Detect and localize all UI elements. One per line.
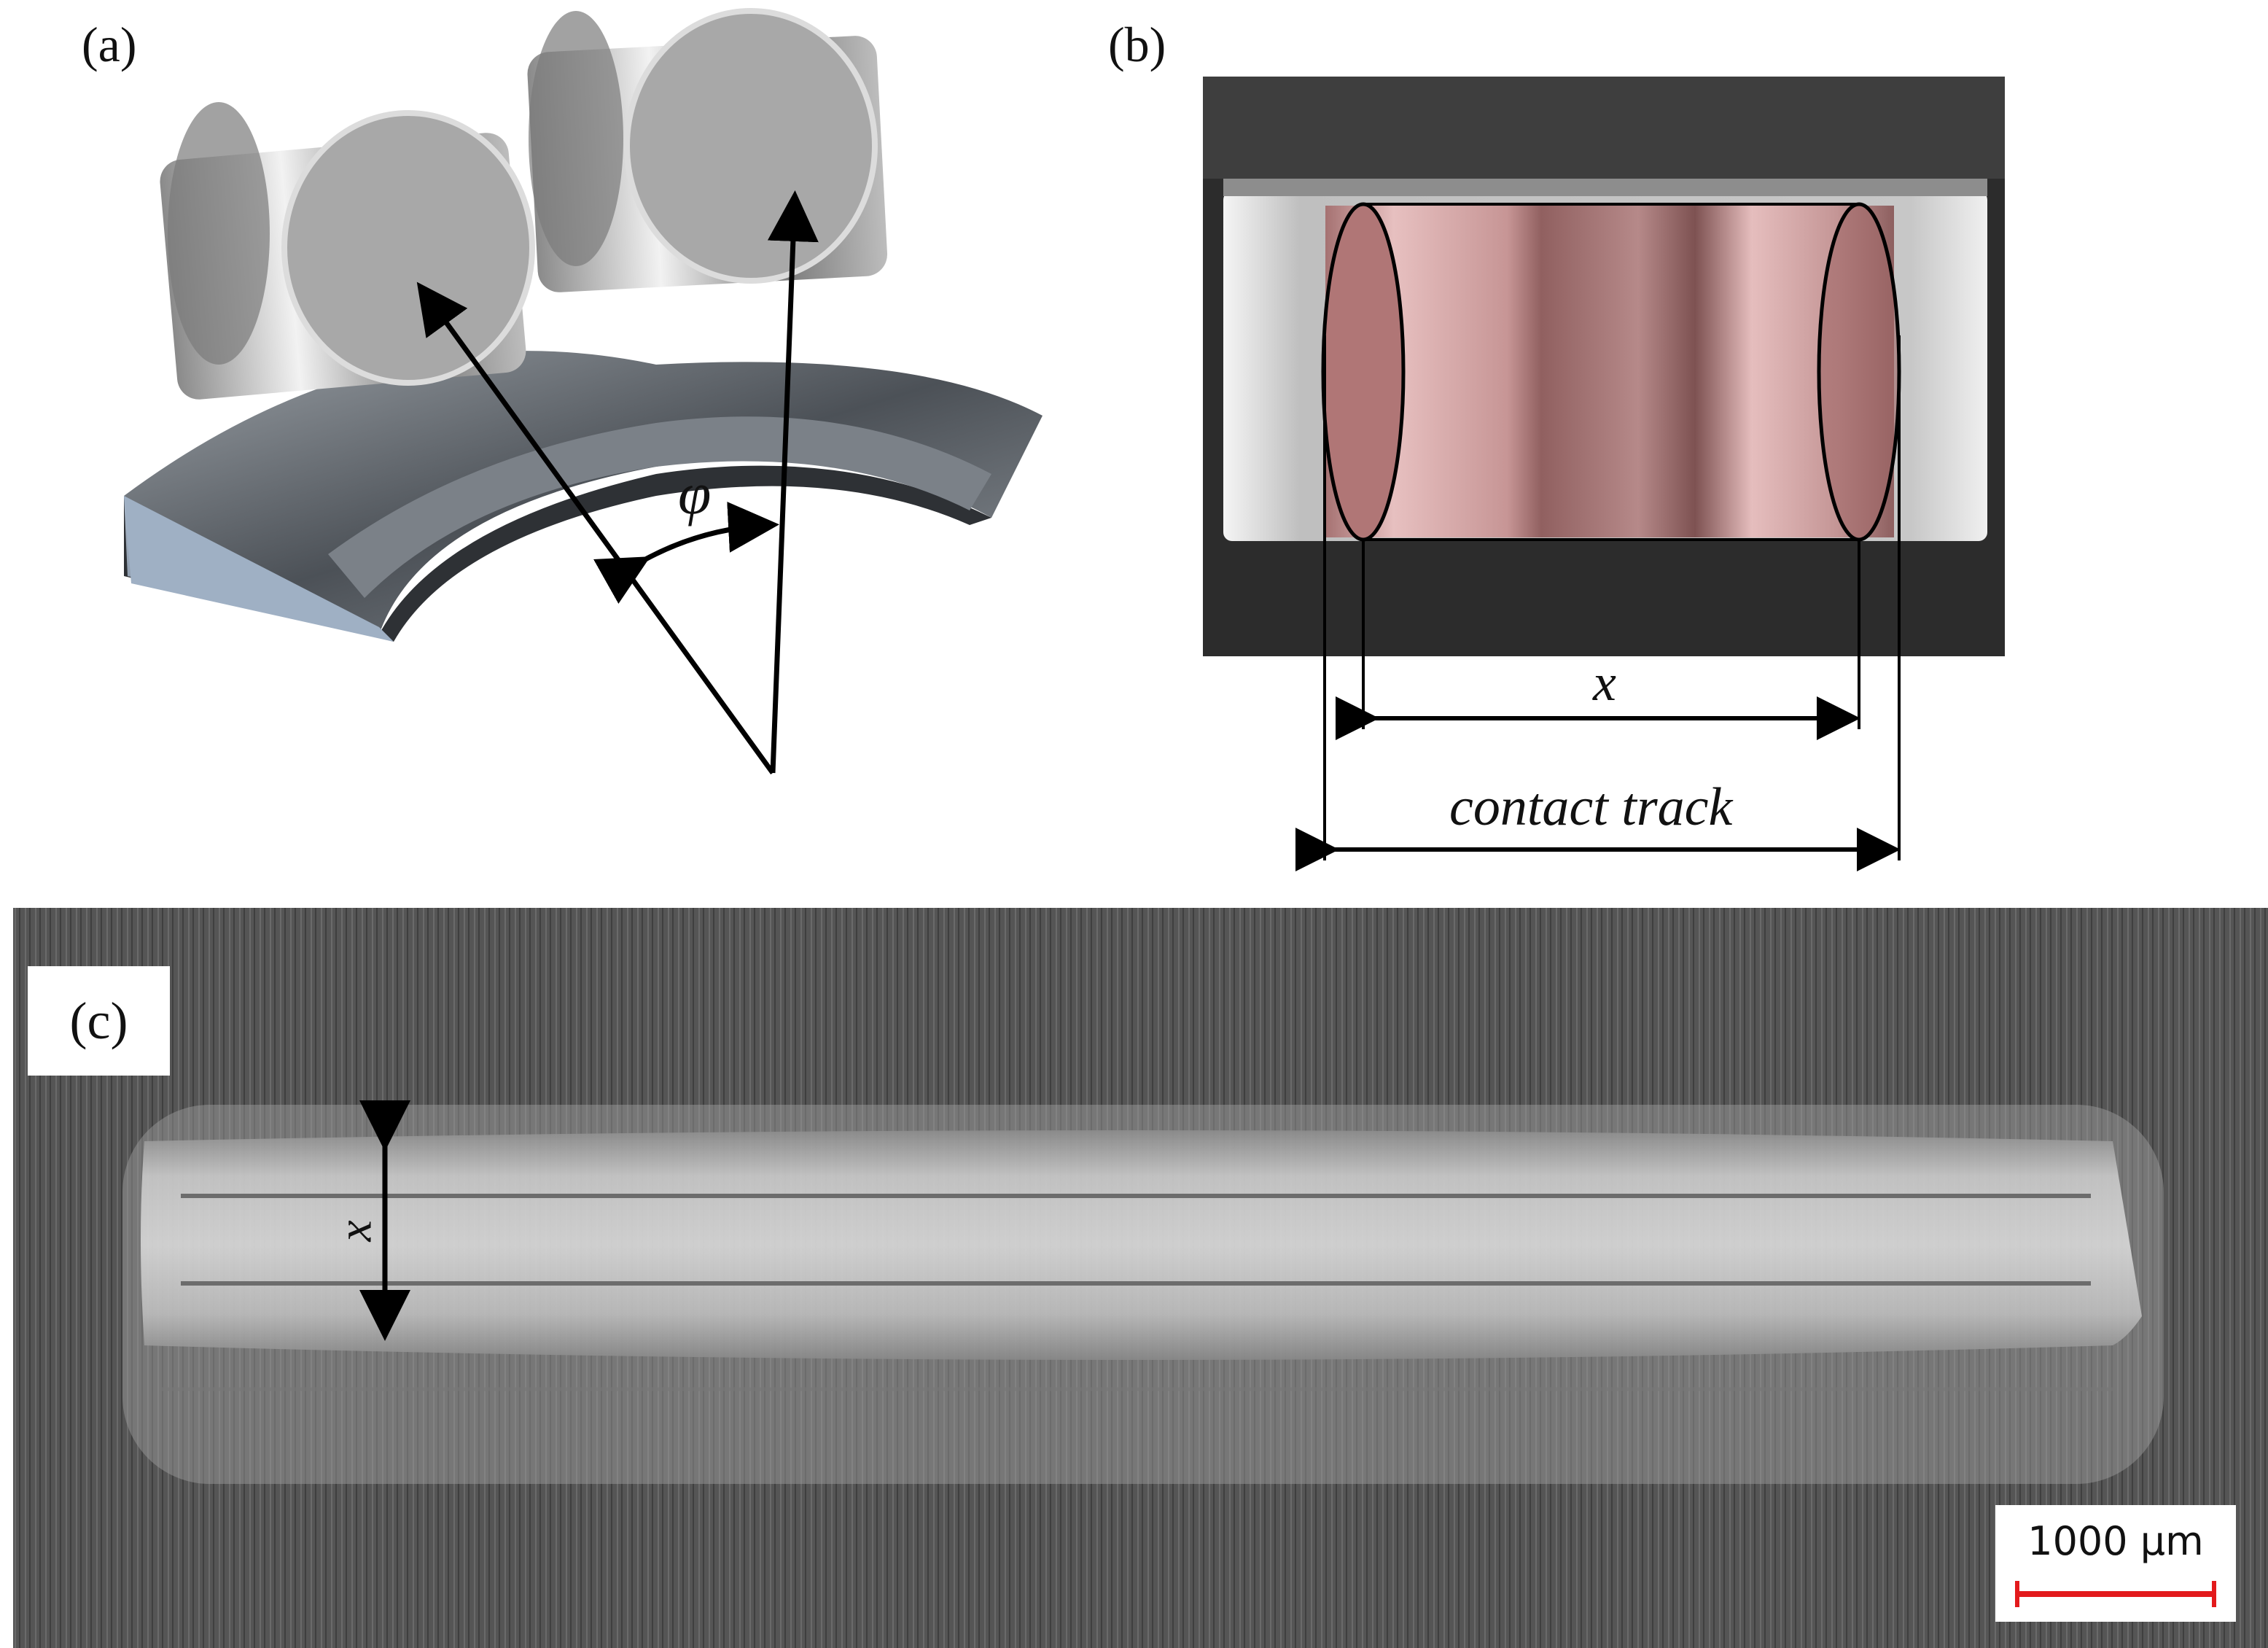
curved-specimen-end (124, 496, 394, 642)
panel-b: (b) (1108, 0, 2268, 875)
roller-assembly-illustration (124, 8, 1043, 775)
contact-zone (1325, 206, 1894, 537)
angle-phi-label: φ (678, 460, 712, 526)
panel-c: (c) x 1000 µm (13, 908, 2268, 1648)
wear-track (141, 1130, 2142, 1360)
panel-b-label: (b) (1108, 17, 1166, 72)
micrograph-x-label: x (328, 1220, 382, 1242)
contact-track-label: contact track (1449, 777, 1733, 837)
right-roller (527, 8, 888, 292)
radius-arrow-right (767, 190, 819, 774)
panel-c-label: (c) (28, 966, 170, 1076)
contact-edge-left (1321, 202, 1406, 542)
x-dimension-label: x (1593, 653, 1616, 712)
scale-bar-line (2015, 1581, 2216, 1607)
roller-top-view-illustration (1203, 77, 2005, 871)
curved-specimen-band (328, 416, 991, 598)
panel-a-label: (a) (82, 17, 137, 72)
contact-edge-right (1817, 202, 1901, 542)
wear-track-micrograph (13, 908, 2268, 1648)
scale-bar: 1000 µm (1995, 1505, 2236, 1622)
panel-a: (a) (0, 0, 1108, 875)
holder-inner-rim (1223, 179, 1987, 196)
angle-arc-arrow (593, 502, 779, 604)
scale-bar-label: 1000 µm (2027, 1518, 2204, 1564)
left-roller (160, 102, 535, 400)
holder-top-highlight (1203, 77, 2005, 179)
